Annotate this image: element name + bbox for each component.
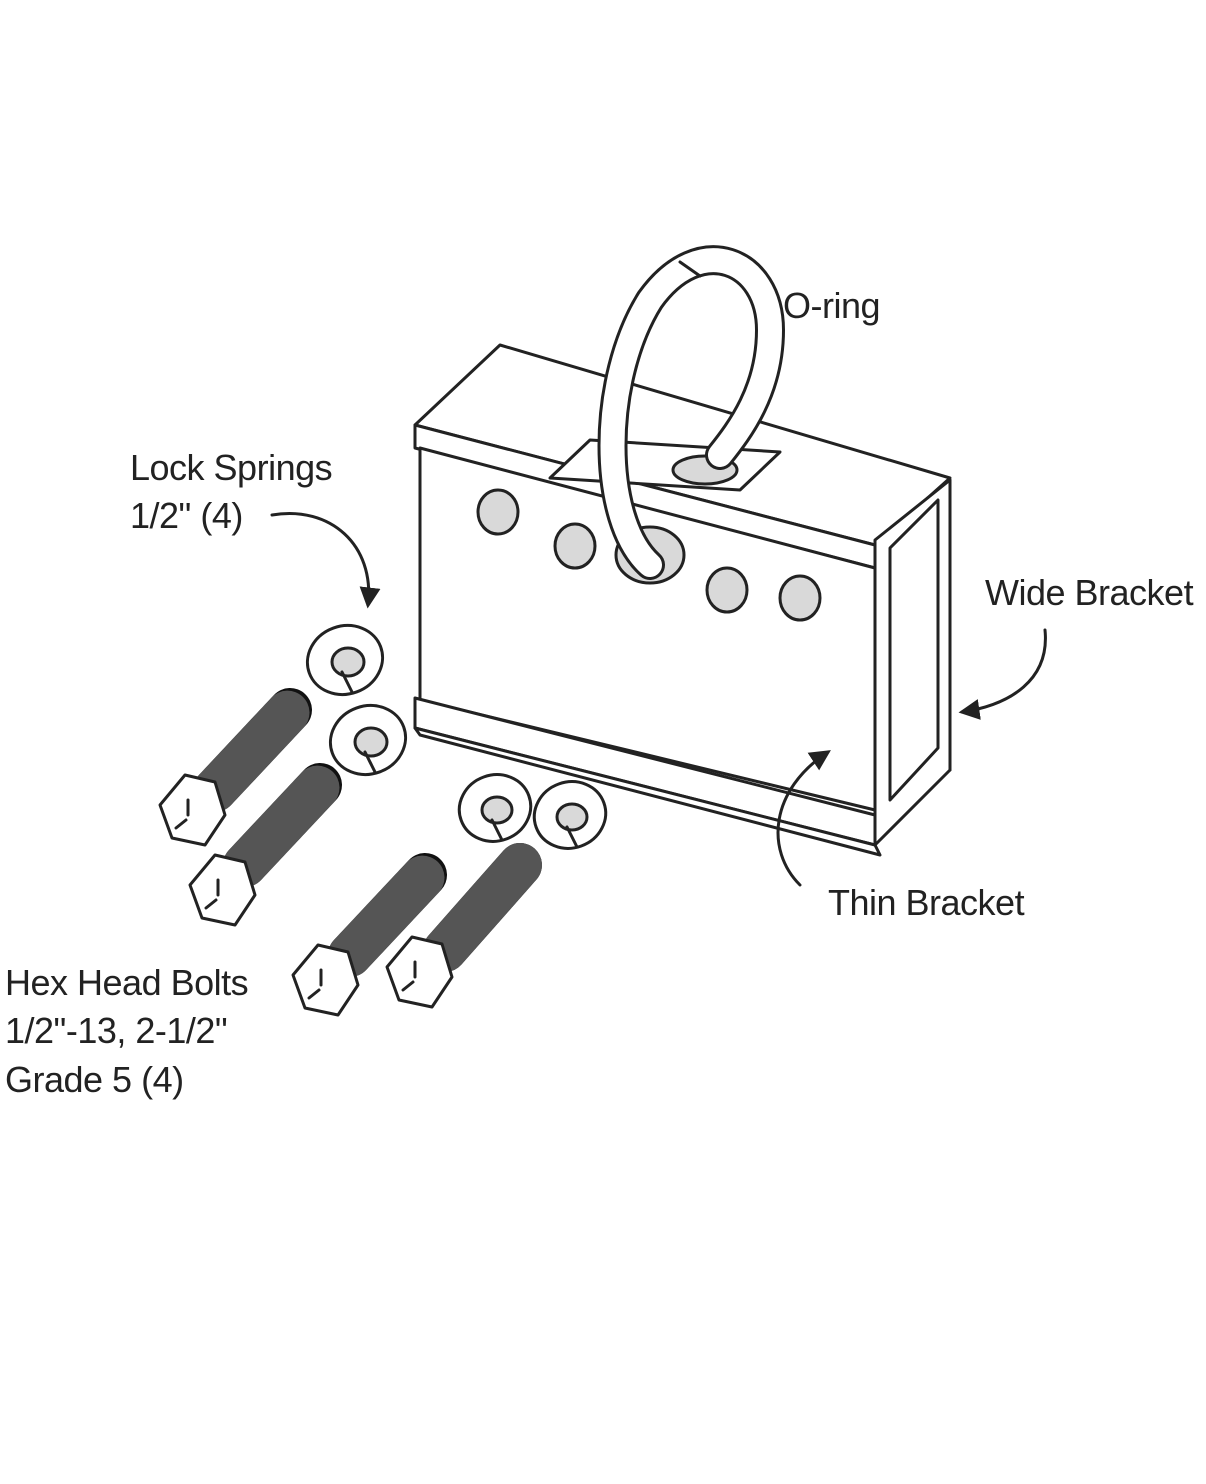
lock-spring-3 — [457, 773, 533, 843]
wide-bracket-window — [888, 498, 940, 802]
lock-springs — [305, 624, 608, 850]
plate-hole-1 — [476, 488, 520, 536]
thin-bracket-arrow — [776, 750, 831, 887]
wide-bracket-label: Wide Bracket — [985, 572, 1194, 613]
hex-bolts-label-line1: Hex Head Bolts — [5, 962, 248, 1003]
o-ring — [597, 245, 786, 580]
lock-springs-label-line1: Lock Springs — [130, 447, 332, 488]
hex-bolts-label-line2: 1/2"-13, 2-1/2" — [5, 1010, 227, 1051]
plate-hole-4 — [778, 574, 822, 622]
plate-hole-2 — [553, 522, 597, 570]
hex-bolt-4 — [385, 843, 542, 1009]
hex-bolt-2 — [188, 763, 342, 927]
lock-spring-2 — [328, 704, 408, 776]
lock-springs-arrow — [270, 512, 381, 609]
bottom-flange-underside — [413, 726, 882, 857]
lock-spring-4 — [532, 780, 608, 850]
lock-spring-1 — [305, 624, 385, 696]
hex-bolts-label-line3: Grade 5 (4) — [5, 1059, 184, 1100]
wide-bracket-arrow — [958, 628, 1047, 720]
o-ring-label: O-ring — [783, 285, 880, 326]
plate-hole-3 — [705, 566, 749, 614]
hex-head-bolts — [158, 688, 542, 1017]
thin-bracket-label: Thin Bracket — [828, 882, 1025, 923]
hex-bolt-1 — [158, 688, 312, 847]
hex-bolt-3 — [291, 853, 447, 1017]
lock-springs-label-line2: 1/2" (4) — [130, 495, 243, 536]
